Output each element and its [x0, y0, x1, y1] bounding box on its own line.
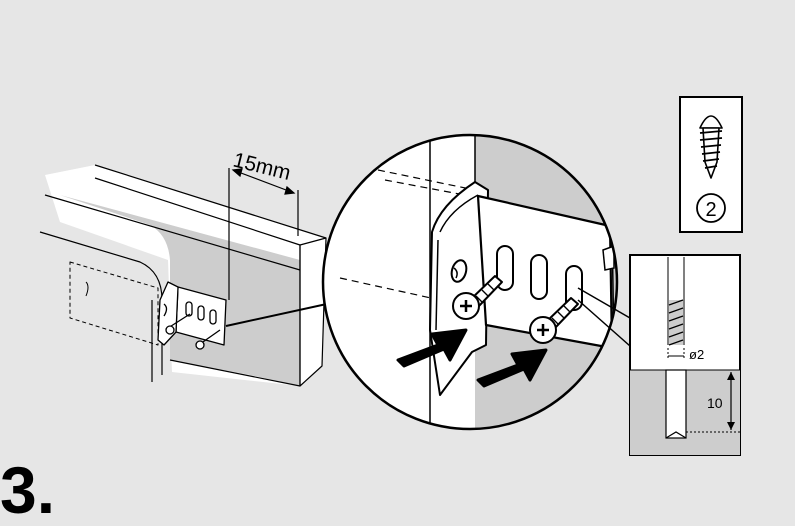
bracket-icon	[157, 281, 227, 350]
screw-icon-box	[679, 96, 743, 233]
arrow-icon	[476, 348, 548, 388]
screw-right	[529, 297, 579, 344]
screw-left	[452, 275, 503, 320]
arrow-icon	[396, 328, 468, 368]
screw-icon	[699, 115, 723, 179]
distance-dimension	[228, 168, 299, 300]
drill-depth-panel	[629, 254, 741, 456]
callout-line	[577, 299, 631, 347]
step-number: 3.	[0, 453, 55, 526]
screw-count-label: 2	[705, 199, 716, 221]
hole-depth-label: 10	[707, 395, 723, 411]
hole-diameter-label: ø2	[689, 347, 704, 362]
callout-line	[577, 287, 631, 319]
